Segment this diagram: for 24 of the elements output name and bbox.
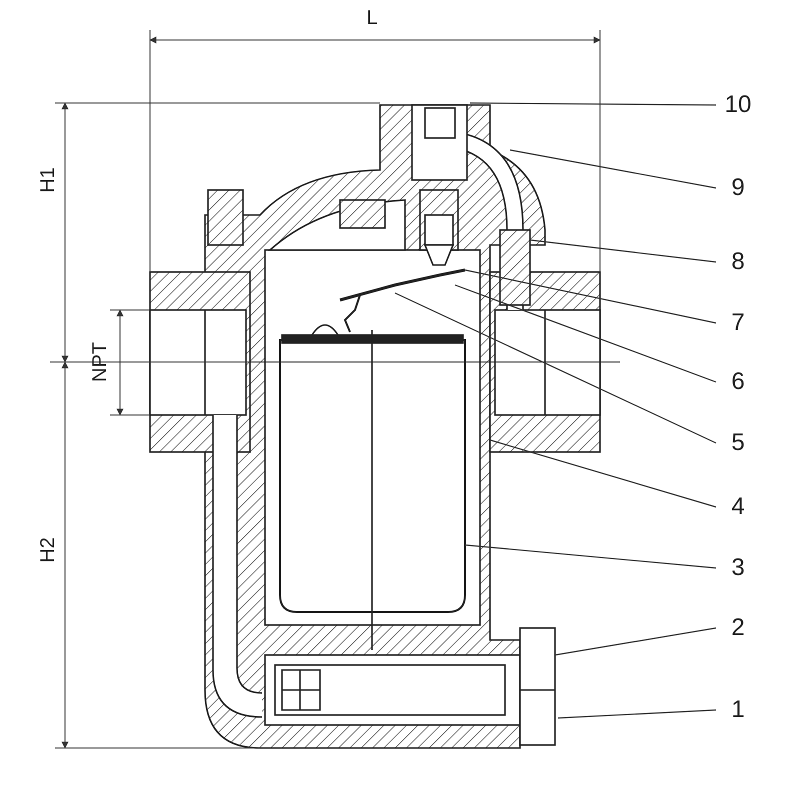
dimension-label: H1 xyxy=(36,167,59,193)
dimension-label: H2 xyxy=(36,537,59,563)
callout-number: 3 xyxy=(716,555,760,581)
leader-line xyxy=(558,709,716,719)
callout-number: 6 xyxy=(716,369,760,395)
callout-number: 7 xyxy=(716,310,760,336)
leader-line xyxy=(554,627,716,656)
callout-number: 1 xyxy=(716,697,760,723)
callout-number: 8 xyxy=(716,249,760,275)
dimension-label: NPT xyxy=(89,342,111,382)
leader-line xyxy=(470,102,716,106)
leader-line xyxy=(464,269,716,324)
callout-number: 2 xyxy=(716,615,760,641)
leader-line xyxy=(510,149,716,189)
leader-line xyxy=(454,284,716,383)
callout-number: 10 xyxy=(716,92,760,118)
dimension-label: L xyxy=(366,7,378,29)
callout-number: 9 xyxy=(716,175,760,201)
leader-line xyxy=(490,439,716,508)
leader-line xyxy=(394,292,716,444)
leader-line xyxy=(530,239,716,263)
callout-number: 5 xyxy=(716,430,760,456)
leader-line xyxy=(464,544,716,569)
callout-number: 4 xyxy=(716,494,760,520)
